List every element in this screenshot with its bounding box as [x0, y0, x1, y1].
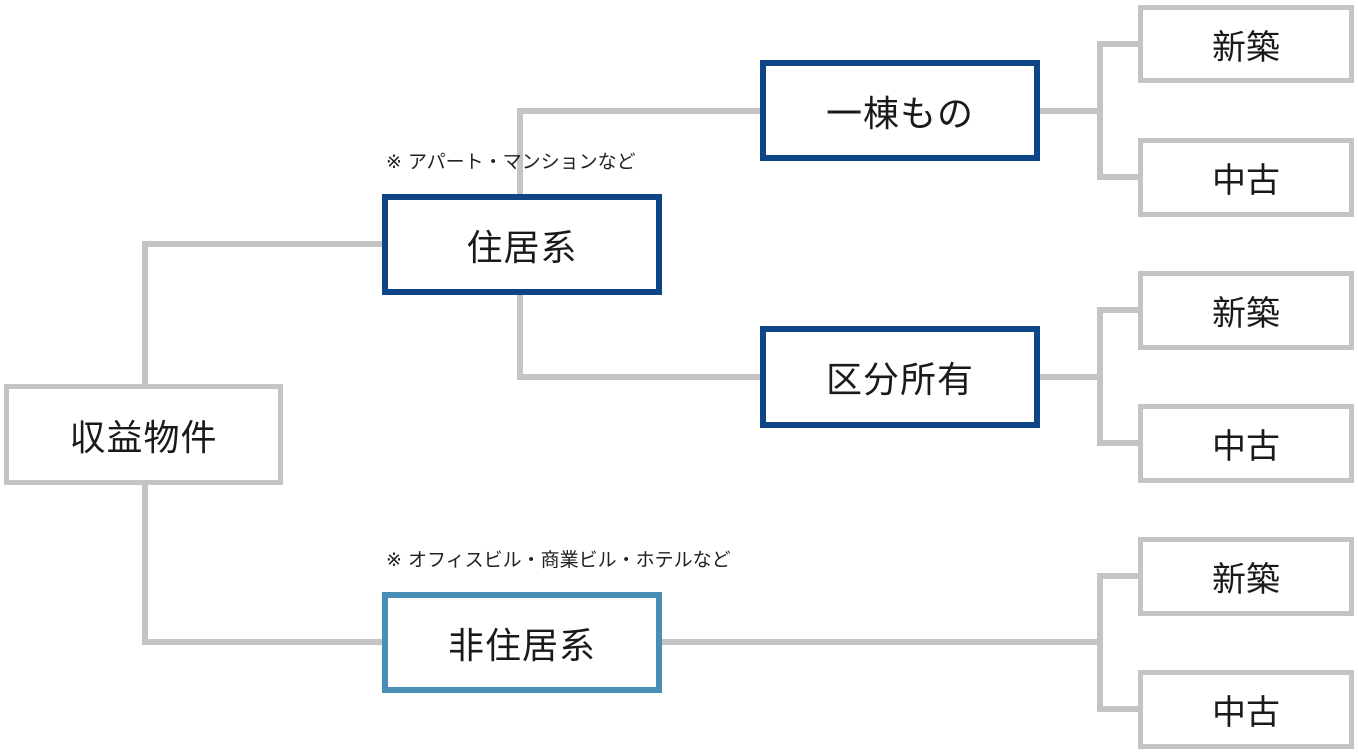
nonres-used-node: 中古: [1138, 670, 1354, 749]
nonres-new-node: 新築: [1138, 537, 1354, 616]
unit-new-node: 新築: [1138, 271, 1354, 350]
nonresidential-node-label: 非住居系: [447, 625, 596, 667]
connector-residential-whole: [517, 108, 763, 195]
nonresidential-node: 非住居系: [382, 592, 662, 693]
unit-ownership-label: 区分所有: [825, 360, 974, 401]
connector-nonres-leaves: [1097, 573, 1141, 712]
whole-building-label: 一棟もの: [825, 93, 974, 135]
residential-note: ※ アパート・マンションなど: [386, 151, 636, 173]
connector-unit-leaves: [1097, 307, 1141, 446]
unit-used-label: 中古: [1212, 427, 1280, 467]
unit-ownership-node: 区分所有: [760, 326, 1040, 428]
residential-node-label: 住居系: [466, 227, 578, 269]
whole-building-node: 一棟もの: [760, 60, 1040, 161]
unit-new-label: 新築: [1212, 294, 1280, 334]
root-node-label: 収益物件: [69, 417, 218, 459]
nonres-used-label: 中古: [1212, 693, 1280, 733]
unit-used-node: 中古: [1138, 404, 1354, 483]
whole-used-label: 中古: [1212, 161, 1280, 201]
residential-node: 住居系: [382, 194, 662, 295]
connector-root-residential: [142, 241, 385, 385]
nonresidential-note: ※ オフィスビル・商業ビル・ホテルなど: [386, 549, 731, 571]
connector-residential-unit: [517, 294, 763, 380]
connector-whole-leaves: [1097, 41, 1141, 180]
whole-new-node: 新築: [1138, 5, 1354, 83]
root-node: 収益物件: [4, 384, 283, 485]
nonres-new-label: 新築: [1212, 560, 1280, 600]
whole-new-label: 新築: [1212, 27, 1280, 68]
connector-root-nonresidential: [142, 484, 385, 645]
whole-used-node: 中古: [1138, 138, 1354, 217]
